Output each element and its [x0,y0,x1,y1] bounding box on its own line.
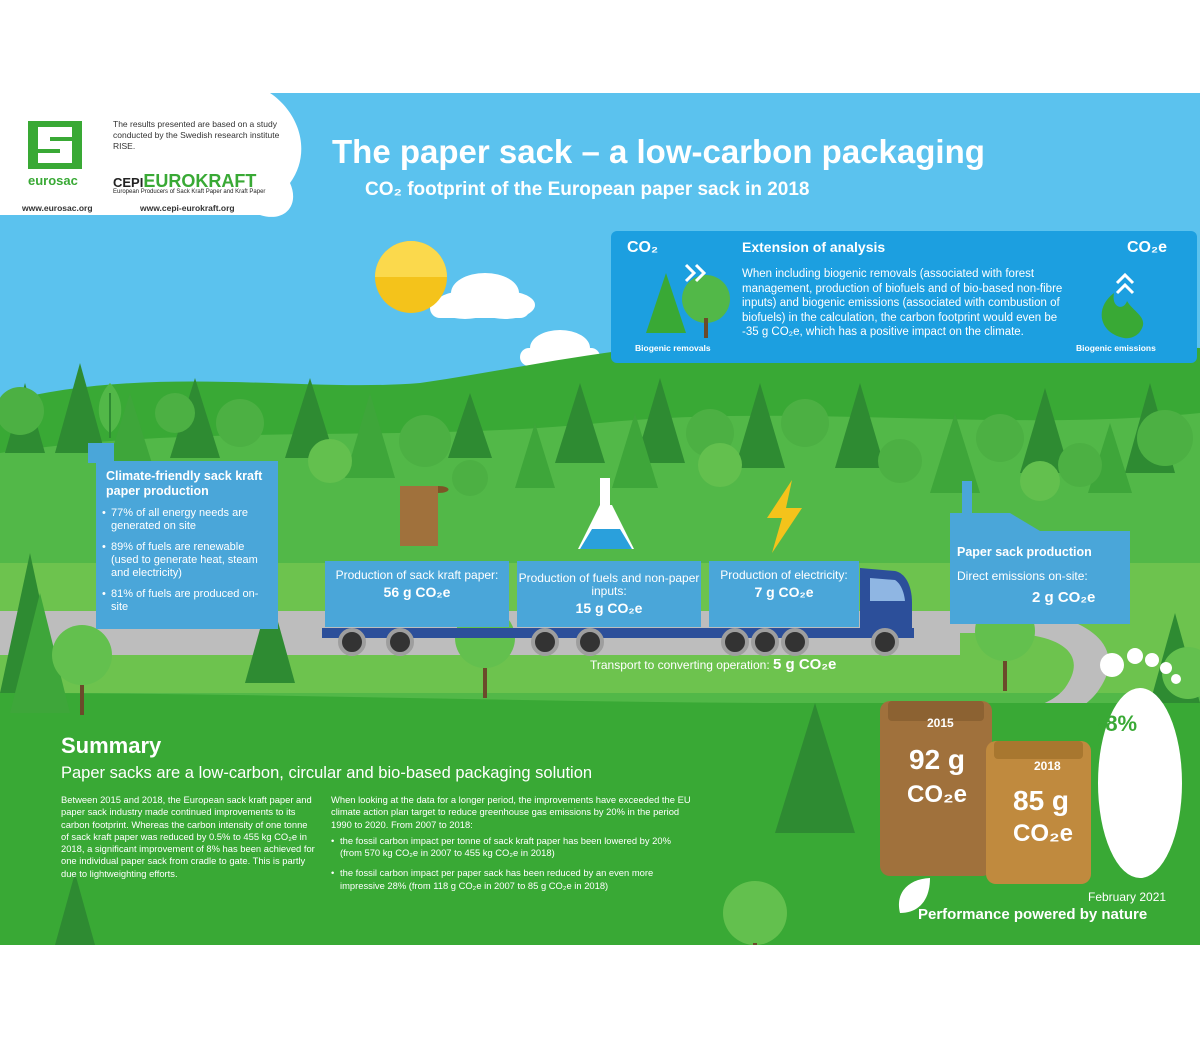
summary-column-2: When looking at the data for a longer pe… [331,794,691,900]
climate-friendly-box: Climate-friendly sack kraft paper produc… [96,461,278,629]
transport-value: 5 g CO₂e [773,656,837,673]
stage-value: 7 g CO₂e [754,584,814,600]
cepi-eurokraft-logo: CEPIEUROKRAFT [113,171,257,191]
forest-removal-icon [646,263,730,338]
co2-label: CO₂ [627,239,659,256]
forest [0,363,1200,945]
transport-line: Transport to converting operation: 5 g C… [590,656,836,673]
stage-fuels-inputs: Production of fuels and non-paper inputs… [517,561,701,627]
stage-label: Production of electricity: [720,568,848,582]
eurosac-name: eurosac [28,173,78,188]
cloud-icon [430,273,535,319]
value-2018: 85 g [1013,785,1070,816]
flame-emission-icon [1101,272,1144,339]
publication-date: February 2021 [1088,890,1167,904]
summary-title: Summary [61,733,162,758]
stage-value: 15 g CO₂e [575,600,643,616]
transport-label: Transport to converting operation: [590,658,770,672]
study-note: The results presented are based on a stu… [113,119,280,151]
year-2015: 2015 [927,716,954,730]
paper-sack-2015 [880,701,992,876]
footprint-icon [1098,648,1182,878]
climate-bullet: 77% of all energy needs are generated on… [102,507,274,533]
eurosac-logo [28,121,82,169]
stage-label: Production of fuels and non-paper inputs… [518,571,700,598]
cepi-eurokraft-tagline: European Producers of Sack Kraft Paper a… [113,189,266,195]
climate-bullets: 77% of all energy needs are generated on… [102,507,274,622]
page-title: The paper sack – a low-carbon packaging [332,133,985,170]
summary-bullet: the fossil carbon impact per paper sack … [331,867,691,892]
value-2015: 92 g [909,744,966,775]
stage-label: Production of sack kraft paper: [335,568,499,582]
stage-sack-kraft-paper: Production of sack kraft paper: 56 g CO₂… [325,561,509,627]
truck-cab [322,568,914,638]
extension-of-analysis-box: CO₂ Extension of analysis When including… [611,231,1197,363]
paper-sack-production-title: Paper sack production [957,545,1092,559]
stage-value: 56 g CO₂e [383,584,451,600]
climate-bullet: 81% of fuels are produced on-site [102,588,274,614]
summary-column-1: Between 2015 and 2018, the European sack… [61,794,315,879]
sun-icon [375,241,447,313]
summary-bullet: the fossil carbon impact per tonne of sa… [331,835,691,860]
landscape-scene [0,93,1200,945]
factory-icon [950,481,1040,531]
slogan: Performance powered by nature [918,906,1148,923]
extension-body: When including biogenic removals (associ… [742,268,1063,338]
leaf-icon [898,878,930,913]
paper-roll-icon [400,486,449,546]
unit-2018: CO₂e [1013,820,1074,847]
biogenic-removals-label: Biogenic removals [635,343,711,353]
climate-title: Climate-friendly sack kraft paper produc… [106,469,263,498]
summary-subtitle: Paper sacks are a low-carbon, circular a… [61,764,593,782]
lightning-icon [767,480,802,553]
eurosac-url[interactable]: www.eurosac.org [22,203,93,213]
factory-icon [88,383,122,463]
extension-title: Extension of analysis [742,239,886,255]
flask-icon [578,478,634,549]
stage-electricity: Production of electricity: 7 g CO₂e [709,561,859,627]
summary-bullets: the fossil carbon impact per tonne of sa… [331,835,691,892]
paper-sack-2018 [986,741,1091,884]
paper-sack-production-box: Paper sack production Direct emissions o… [950,531,1130,624]
paper-sack-production-label: Direct emissions on-site: [957,569,1088,583]
co2e-label: CO₂e [1127,239,1168,256]
infographic-poster: eurosac www.eurosac.org The results pres… [0,93,1200,945]
truck-wheels [338,628,899,656]
unit-2015: CO₂e [907,781,968,808]
reduction-percent: -8% [1098,711,1138,736]
summary-intro: When looking at the data for a longer pe… [331,794,691,830]
year-2018: 2018 [1034,759,1061,773]
paper-sack-production-value: 2 g CO₂e [1032,589,1096,606]
climate-bullet: 89% of fuels are renewable (used to gene… [102,541,274,580]
biogenic-emissions-label: Biogenic emissions [1076,343,1156,353]
page-subtitle: CO₂ footprint of the European paper sack… [365,179,810,200]
cepi-eurokraft-url[interactable]: www.cepi-eurokraft.org [140,203,235,213]
